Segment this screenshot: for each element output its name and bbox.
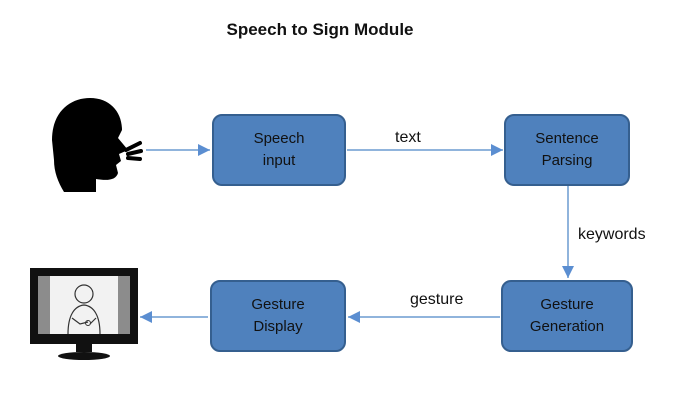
gesture-generation-box: Gesture Generation	[501, 280, 633, 352]
speech-input-label-line1: Speech	[253, 130, 305, 147]
gesture-display-label-line2: Display	[253, 318, 303, 335]
gesture-display-box: Gesture Display	[210, 280, 346, 352]
speech-input-label-line2: input	[262, 152, 296, 169]
gesture-generation-label-line1: Gesture	[540, 296, 594, 313]
edge-label-text: text	[395, 129, 421, 146]
edge-label-gesture: gesture	[410, 291, 464, 308]
gesture-display-label-line1: Gesture	[251, 296, 305, 313]
speech-input-box: Speech input	[212, 114, 346, 186]
monitor-signer-icon	[30, 268, 138, 360]
diagram-title: Speech to Sign Module	[226, 20, 414, 39]
edge-label-keywords: keywords	[578, 226, 646, 243]
gesture-generation-label-line2: Generation	[529, 318, 605, 335]
sentence-parsing-label-line2: Parsing	[541, 152, 593, 169]
speaking-head-icon	[52, 98, 143, 192]
sentence-parsing-box: Sentence Parsing	[504, 114, 630, 186]
sentence-parsing-label-line1: Sentence	[535, 130, 599, 147]
